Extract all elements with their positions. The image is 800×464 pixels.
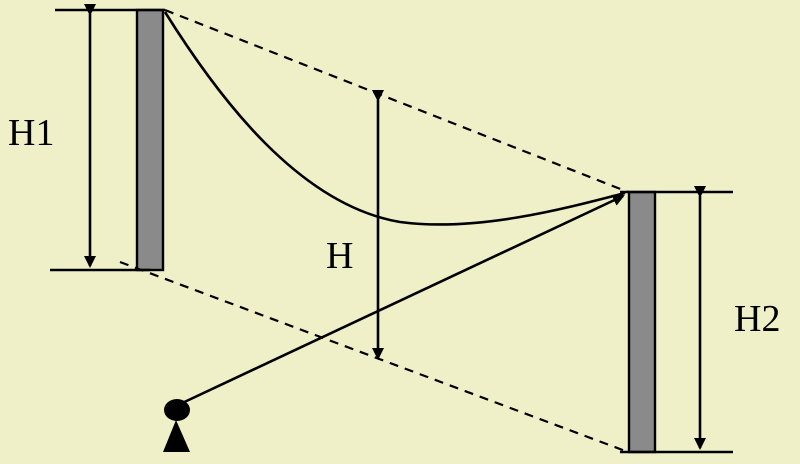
sight-line-arrow: [177, 194, 625, 407]
label-h: H: [326, 235, 353, 277]
label-h2: H2: [734, 298, 780, 340]
label-h1: H1: [8, 112, 54, 154]
cable-curve: [163, 11, 626, 226]
observer-icon: [163, 399, 190, 452]
left-pole: [135, 8, 165, 272]
dashed-bottom-line: [119, 260, 629, 454]
right-pole: [627, 190, 657, 454]
dashed-top-line: [164, 8, 629, 194]
